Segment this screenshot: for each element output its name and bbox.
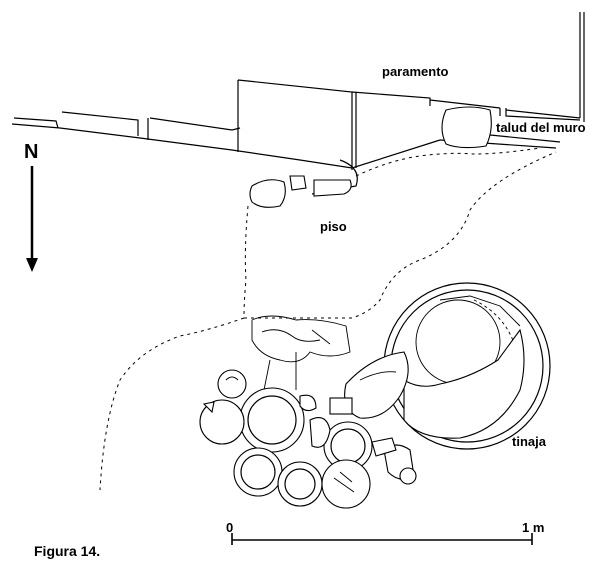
wall-stones — [249, 106, 492, 208]
label-talud-del-muro: talud del muro — [496, 120, 586, 135]
north-label: N — [24, 141, 38, 163]
label-tinaja: tinaja — [512, 434, 547, 449]
north-arrow: N — [24, 141, 38, 272]
figure-caption: Figura 14. — [34, 543, 100, 559]
label-paramento: paramento — [382, 64, 449, 79]
scale-start-label: 0 — [226, 520, 233, 535]
vessel-cluster — [199, 315, 417, 509]
broken-vessel — [329, 351, 409, 419]
label-piso: piso — [320, 219, 347, 234]
tinaja-jar — [383, 282, 551, 450]
wall-blocks — [11, 12, 585, 195]
scale-end-label: 1 m — [522, 520, 544, 535]
scale-bar: 0 1 m — [226, 520, 544, 545]
floor-edge-lines — [99, 147, 557, 491]
